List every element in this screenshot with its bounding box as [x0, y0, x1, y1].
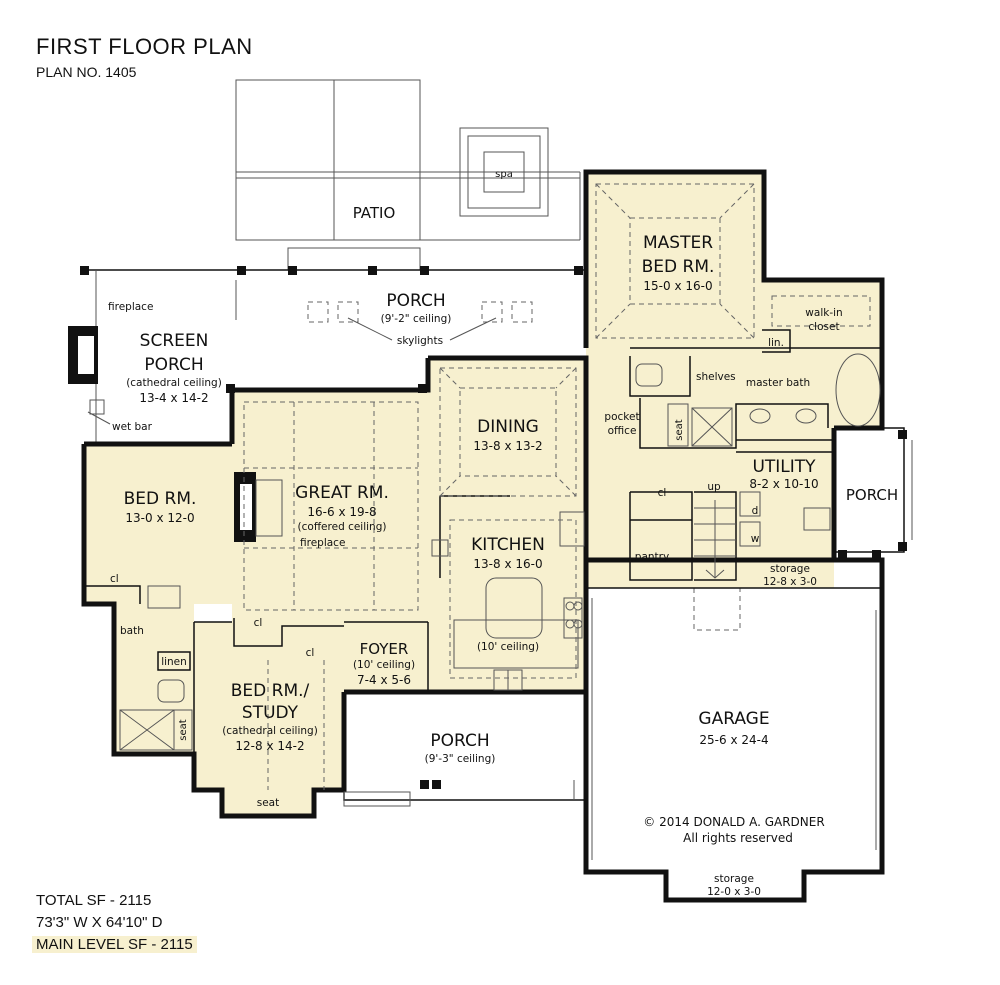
screen-porch-dims: 13-4 x 14-2: [139, 391, 208, 405]
bath-fill: [114, 604, 194, 754]
dining-dims: 13-8 x 13-2: [473, 439, 542, 453]
dining-label: DINING: [477, 417, 539, 437]
master-seat-label: seat: [674, 419, 685, 440]
study-label-1: BED RM./: [231, 681, 310, 701]
ceiling-detail: [243, 183, 755, 790]
garage-label: GARAGE: [698, 709, 769, 729]
great-room-note: (coffered ceiling): [298, 521, 387, 533]
study-closet-label: cl: [254, 617, 263, 629]
pocket-office-label-2: office: [608, 425, 637, 437]
bed-closet-label: cl: [110, 573, 119, 585]
total-sf: TOTAL SF - 2115: [36, 892, 152, 909]
fireplace-screen-label: fireplace: [108, 301, 153, 313]
study-fill: [194, 622, 344, 790]
master-label-2: BED RM.: [642, 257, 715, 277]
foyer-fill: [344, 622, 428, 692]
screen-porch-fireplace: [68, 326, 111, 425]
foyer-closet-label: cl: [306, 647, 315, 659]
foyer-label: FOYER: [360, 640, 409, 658]
storage-garage-label-2: 12-0 x 3-0: [707, 886, 761, 898]
dryer-label: d: [752, 505, 759, 517]
side-porch-label: PORCH: [846, 486, 898, 504]
foyer-note: (10' ceiling): [353, 659, 415, 671]
great-room-label: GREAT RM.: [295, 483, 389, 503]
screen-porch-label-1: SCREEN: [140, 331, 209, 351]
master-label-1: MASTER: [643, 233, 713, 253]
utility-dims: 8-2 x 10-10: [749, 477, 818, 491]
foyer-dims: 7-4 x 5-6: [357, 673, 411, 687]
screen-porch-note: (cathedral ceiling): [126, 377, 222, 389]
plan-number: PLAN NO. 1405: [36, 64, 137, 80]
screen-porch-label-2: PORCH: [144, 355, 203, 375]
bed-room-dims: 13-0 x 12-0: [125, 511, 194, 525]
study-note: (cathedral ceiling): [222, 725, 318, 737]
closet-fill: [764, 280, 882, 350]
patio: [235, 79, 581, 271]
walk-in-label-2: closet: [808, 321, 839, 333]
wet-bar-label: wet bar: [112, 421, 153, 433]
utility-label: UTILITY: [752, 457, 816, 477]
front-porch: [343, 692, 586, 807]
rights-label: All rights reserved: [683, 831, 793, 845]
stair-closet-label: cl: [658, 487, 667, 499]
room-labels: PATIO spa PORCH (9'-2" ceiling) skylight…: [108, 169, 898, 898]
washer-label: w: [751, 533, 760, 545]
kitchen-note: (10' ceiling): [477, 641, 539, 653]
study-label-2: STUDY: [242, 703, 299, 723]
walk-in-label-1: walk-in: [805, 307, 842, 319]
great-room-dims: 16-6 x 19-8: [307, 505, 376, 519]
skylights-label: skylights: [397, 335, 443, 347]
study-dims: 12-8 x 14-2: [235, 739, 304, 753]
overall-dimensions: 73'3" W X 64'10" D: [36, 914, 163, 931]
garage: [583, 557, 885, 903]
spa: [459, 127, 549, 217]
lin-label: lin.: [768, 337, 784, 349]
bath-label: bath: [120, 625, 144, 637]
storage-utility-label-2: 12-8 x 3-0: [763, 576, 817, 588]
rear-porch-note: (9'-2" ceiling): [381, 313, 452, 325]
storage-garage-label-1: storage: [714, 873, 754, 885]
rear-porch-label: PORCH: [386, 291, 445, 311]
kitchen-dims: 13-8 x 16-0: [473, 557, 542, 571]
shelves-label: shelves: [696, 371, 736, 383]
bed-room-label: BED RM.: [124, 489, 197, 509]
great-room-fill: [232, 390, 428, 622]
master-dims: 15-0 x 16-0: [643, 279, 712, 293]
bath-seat-label: seat: [178, 719, 189, 740]
study-seat-fill: [222, 788, 314, 816]
master-bath-fill: [586, 348, 882, 428]
great-room-fireplace: [234, 472, 283, 542]
copyright-label: © 2014 DONALD A. GARDNER: [643, 815, 824, 829]
master-bath-label: master bath: [746, 377, 810, 389]
spa-label: spa: [495, 169, 513, 180]
up-label: up: [707, 481, 721, 493]
storage-utility-label-1: storage: [770, 563, 810, 575]
pocket-office-label-1: pocket: [604, 411, 639, 423]
bed-room-fill: [84, 444, 234, 604]
interior-walls: [84, 295, 882, 754]
front-porch-note: (9'-3" ceiling): [425, 753, 496, 765]
front-porch-label: PORCH: [430, 731, 489, 751]
main-level-sf: MAIN LEVEL SF - 2115: [32, 936, 197, 953]
patio-label: PATIO: [353, 204, 396, 222]
kitchen-label: KITCHEN: [471, 535, 545, 555]
study-seat-label: seat: [257, 797, 279, 809]
linen-label: linen: [161, 656, 187, 668]
pantry-label: pantry: [635, 551, 669, 563]
plan-title: FIRST FLOOR PLAN: [36, 34, 253, 59]
plan-stats: TOTAL SF - 2115 73'3" W X 64'10" D MAIN …: [32, 890, 197, 956]
side-porch: [834, 427, 913, 559]
garage-dims: 25-6 x 24-4: [699, 733, 768, 747]
fireplace-great-label: fireplace: [300, 537, 345, 549]
